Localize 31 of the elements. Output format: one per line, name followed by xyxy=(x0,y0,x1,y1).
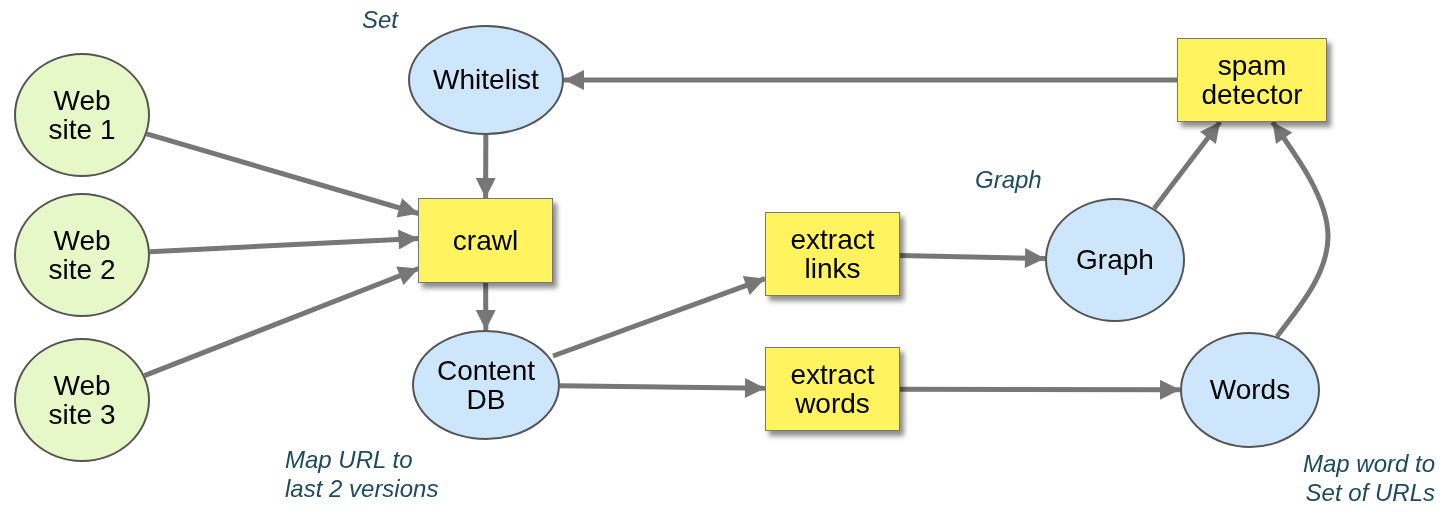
node-label: Whitelist xyxy=(433,65,539,95)
node-label: Web site 1 xyxy=(47,85,117,145)
node-label: Words xyxy=(1209,375,1291,405)
arrow xyxy=(475,283,496,330)
node-label: Content DB xyxy=(435,355,537,415)
node-label: Web site 2 xyxy=(47,225,117,285)
node-label: crawl xyxy=(452,225,519,256)
arrow xyxy=(900,379,1180,400)
process-box xyxy=(418,198,553,283)
arrow xyxy=(1152,120,1222,211)
process-box xyxy=(1177,38,1327,122)
process-box xyxy=(765,212,900,296)
arrow xyxy=(899,248,1046,269)
annotation: Graph xyxy=(975,166,1043,195)
arrow xyxy=(475,135,496,198)
arrow xyxy=(149,229,419,255)
annotation: Map URL to last 2 versions xyxy=(285,446,440,504)
arrow xyxy=(1270,120,1331,338)
arrow xyxy=(559,378,766,398)
node-label: Web site 3 xyxy=(47,370,117,430)
process-box xyxy=(765,347,900,431)
arrow xyxy=(143,266,420,378)
annotation: Map word to Set of URLs xyxy=(1301,450,1435,508)
node-label: Graph xyxy=(1076,245,1154,275)
node-label: extract words xyxy=(789,359,876,419)
node-label: spam detector xyxy=(1200,50,1304,110)
node-label: extract links xyxy=(789,224,876,284)
arrow xyxy=(564,70,1177,90)
arrow xyxy=(552,276,766,359)
annotation: Set xyxy=(362,6,400,35)
arrow xyxy=(146,131,420,218)
